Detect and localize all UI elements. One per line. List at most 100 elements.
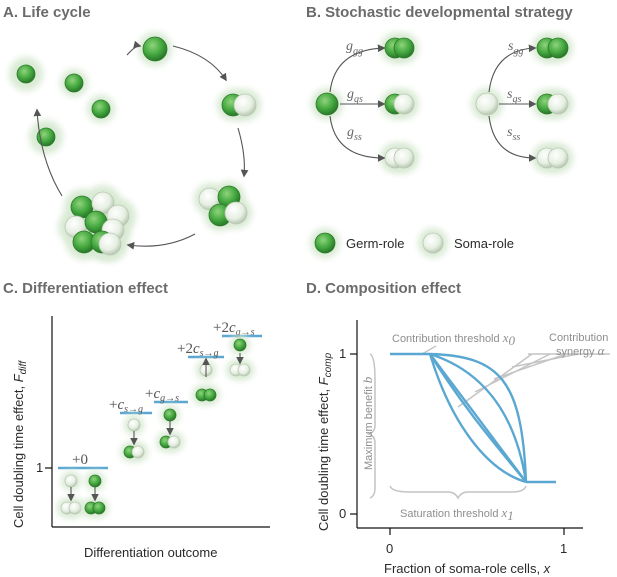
d-maximum-benefit-label: Maximum benefit b (360, 376, 375, 470)
germ-cell (315, 92, 339, 116)
c-cost-2-s-to-g: +2cs→g (177, 341, 219, 359)
cell-group (61, 471, 81, 491)
cell-group (380, 89, 419, 119)
germ-arrow-ss (329, 115, 386, 162)
d-synergy-pointer-1 (457, 353, 533, 408)
developmental-strategy-diagram: ggg ggs gss sgg sgs sss Germ-role Soma-r… (310, 33, 573, 258)
cycle-arrow-2 (172, 45, 227, 82)
cell-group (418, 228, 448, 258)
c-ytick-1-label: 1 (36, 460, 43, 475)
cell-group (380, 33, 419, 63)
cell-group (217, 89, 261, 121)
cycle-arrow-1 (126, 40, 142, 56)
c-cost-s-to-g: +cs→g (109, 397, 143, 415)
cell-group (57, 498, 85, 518)
soma-cell (237, 363, 251, 377)
d-threshold-pointer (421, 345, 437, 355)
soma-cell (393, 93, 415, 115)
panel-a-title: A. Life cycle (3, 4, 91, 21)
cell-group (9, 57, 43, 91)
d-saturation-threshold-label: Saturation threshold x1 (400, 505, 514, 523)
cell-group (310, 228, 340, 258)
cell-group (311, 88, 343, 120)
d-y-axis-label: Cell doubling time effect, Fcomp (316, 352, 334, 531)
composition-effect-chart: 1 0 0 1 Fraction of soma-role cells, x C… (316, 320, 610, 576)
c-y-axis-label: Cell doubling time effect, Fdiff (11, 360, 29, 528)
d-curve-3 (429, 353, 527, 483)
d-benefit-brace (366, 353, 376, 499)
germ-cell (142, 36, 168, 62)
c-cost-2-g-to-s: +2cg→s (213, 320, 255, 338)
d-synergy-pointer-4 (511, 353, 579, 368)
soma-cell (422, 232, 444, 254)
cell-group (29, 120, 63, 154)
d-ytick-1-label: 1 (339, 346, 346, 361)
cell-group (194, 181, 252, 231)
d-contribution-threshold-label: Contribution threshold x0 (392, 330, 515, 348)
soma-cell (233, 93, 257, 117)
germ-cell (88, 474, 102, 488)
cell-group (226, 360, 254, 380)
d-xtick-0-label: 0 (386, 541, 393, 556)
germ-cell (233, 338, 247, 352)
germ-cell (393, 37, 415, 59)
soma-cell (224, 201, 248, 225)
cycle-arrow-5 (33, 108, 63, 197)
differentiation-effect-chart: 1 Differentiation outcome Cell doubling … (11, 316, 270, 560)
cell-group (380, 143, 419, 173)
c-outcome-cells (57, 335, 254, 518)
germ-cell (16, 64, 36, 84)
panel-d-title: D. Composition effect (306, 280, 461, 297)
prob-s-gg: sgg (508, 39, 523, 57)
germ-cell (547, 37, 569, 59)
soma-cell (167, 435, 181, 449)
soma-cell (393, 147, 415, 169)
cell-group (532, 89, 573, 119)
cell-group (58, 185, 136, 262)
d-curves (390, 352, 556, 484)
germ-arrow-gg (329, 44, 386, 93)
d-curve-1 (428, 353, 527, 484)
cycle-arrow-3 (237, 127, 249, 178)
germ-cell (314, 232, 336, 254)
cell-group (81, 498, 109, 518)
cell-group (532, 33, 573, 63)
c-cost-g-to-s: +cg→s (145, 386, 179, 404)
d-xtick-1-label: 1 (560, 541, 567, 556)
legend-germ-label: Germ-role (346, 236, 405, 251)
cell-group (230, 335, 250, 355)
d-saturation-brace (389, 485, 527, 500)
d-curve-5 (429, 352, 528, 483)
soma-cell (475, 92, 499, 116)
c-cost-0: +0 (72, 452, 88, 468)
prob-s-gs: sgs (507, 87, 521, 105)
life-cycle-cells (9, 32, 261, 262)
germ-cell (203, 388, 217, 402)
soma-arrow-gg (488, 44, 537, 93)
germ-cell (163, 408, 177, 422)
soma-cell (127, 418, 141, 432)
cell-group (138, 32, 172, 66)
soma-cell (547, 147, 569, 169)
legend-soma-label: Soma-role (454, 236, 514, 251)
germ-cell (91, 99, 111, 119)
cell-group (532, 143, 573, 173)
cell-group (124, 415, 144, 435)
strategy-cells (310, 33, 573, 258)
cell-group (120, 442, 148, 462)
soma-cell (131, 445, 145, 459)
d-ytick-0-label: 0 (339, 506, 346, 521)
cell-group (471, 88, 503, 120)
panel-c-title: C. Differentiation effect (3, 280, 168, 297)
d-x-axis-label: Fraction of soma-role cells, x (384, 561, 551, 576)
soma-arrow-ss (488, 115, 537, 162)
panel-b-title: B. Stochastic developmental strategy (306, 4, 573, 21)
germ-cell (64, 73, 84, 93)
prob-g-gg: ggg (346, 39, 363, 57)
cell-group (156, 432, 184, 452)
prob-s-ss: sss (507, 125, 520, 143)
d-curve-4 (429, 352, 528, 483)
prob-g-ss: gss (347, 125, 362, 143)
d-contribution-synergy-label-1: Contribution (549, 332, 608, 344)
life-cycle-diagram (9, 32, 261, 262)
